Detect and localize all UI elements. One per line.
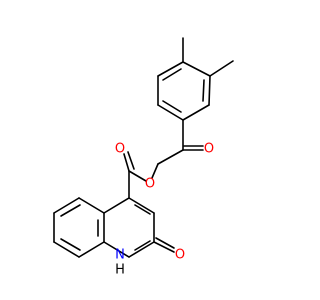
aryl-ring-bond-4	[182, 104, 210, 121]
aryl-ring-inner-bond-1	[162, 68, 182, 81]
hydroxy-double-bond-a	[153, 241, 175, 253]
quinoline-ring-bond-6	[103, 197, 130, 214]
ketone-oxygen-label: O	[204, 142, 214, 157]
carbonyl-double-bond-a	[123, 153, 130, 172]
hydroxy-double-bond-b	[155, 237, 175, 249]
benzo-ring-inner-bond-1	[60, 204, 81, 217]
ring-nitrogen-label: N	[115, 248, 125, 263]
aryl-ring-bond-3	[157, 104, 184, 121]
ester-bond-1	[128, 170, 147, 182]
quinoline-ring-bond-4	[103, 241, 130, 258]
aryl-ring-bond-5	[208, 75, 211, 106]
aryl-ring-inner-bond-2	[162, 100, 182, 113]
quinoline-ring-inner-bond-1	[134, 204, 151, 215]
carbonyl-oxygen-label: O	[115, 142, 125, 157]
quinoline-ring-bond-1	[128, 197, 155, 214]
quinoline-ring-bond-3	[128, 241, 155, 258]
aryl-ring-bond-1	[157, 61, 184, 77]
aryl-ring-inner-bond-3	[202, 79, 205, 102]
benzo-ring-bond-5	[78, 241, 105, 258]
hydroxy-oxygen-label: O	[175, 248, 185, 263]
benzo-ring-bond-1	[78, 197, 105, 214]
molecule-structure: O O O O N H	[53, 37, 234, 278]
benzo-ring-bond-4	[53, 241, 80, 258]
atom-label-layer: O O O O N H	[115, 142, 214, 278]
linker-bond-3	[151, 163, 159, 179]
methyl-bond-right	[209, 60, 234, 77]
aryl-ring-bond-6	[182, 61, 211, 77]
quinoline-ring-inner-bond-2	[134, 240, 151, 251]
bond-layer	[53, 37, 234, 258]
linker-bond-2	[157, 149, 184, 165]
ring-nitrogen-hydrogen-label: H	[115, 263, 125, 278]
benzo-ring-inner-bond-2	[60, 238, 81, 251]
ester-oxygen-label: O	[145, 177, 155, 192]
carbonyl-double-bond-b	[127, 151, 135, 170]
benzo-ring-bond-2	[53, 197, 80, 214]
